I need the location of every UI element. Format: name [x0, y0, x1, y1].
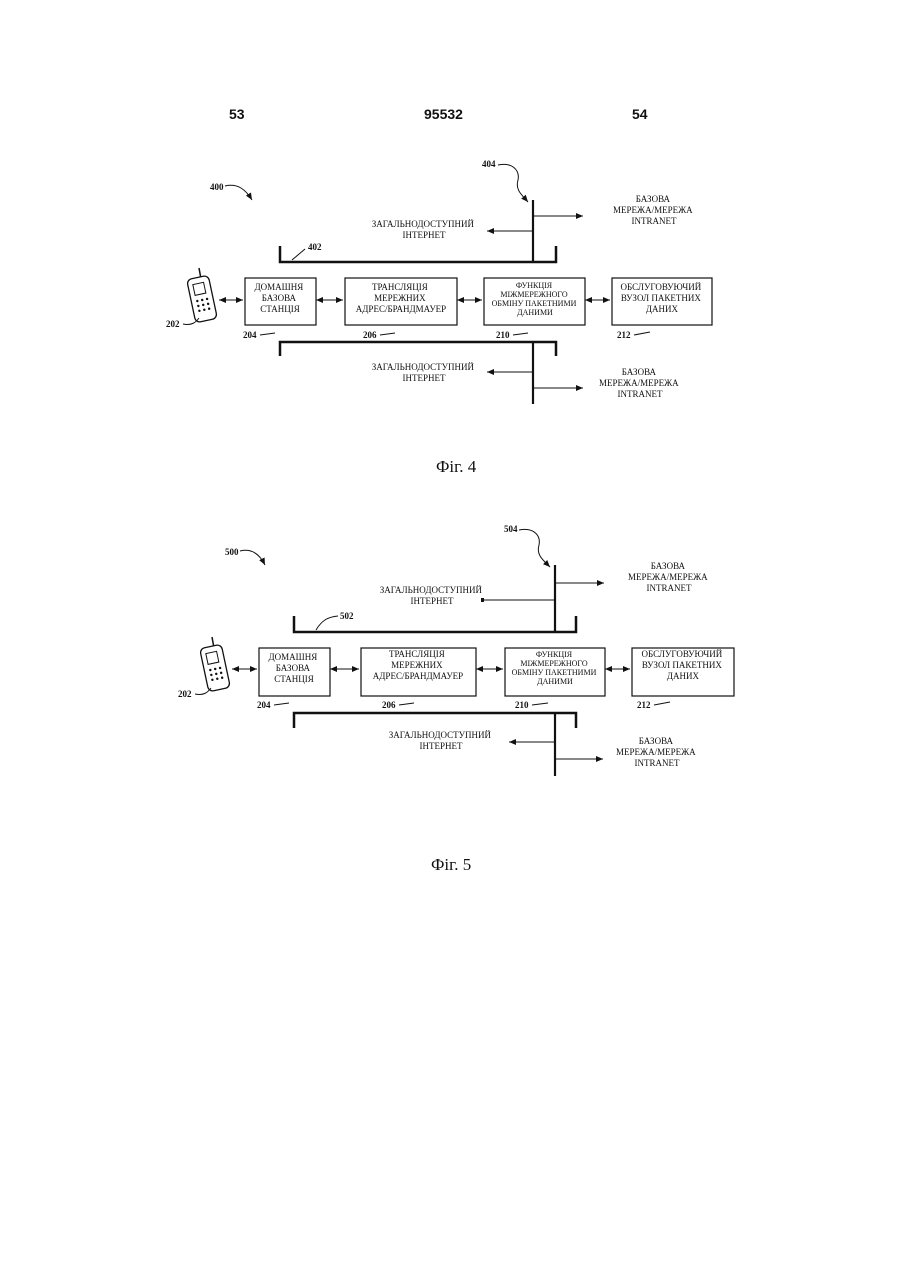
fig5-core-squiggle — [519, 529, 550, 567]
fig5-ref212-leader — [654, 702, 670, 705]
fig4-phone-ref: 202 — [166, 319, 180, 329]
fig4-phone-icon — [187, 268, 218, 323]
fig4-ref212-leader — [634, 332, 650, 335]
fig4-top-bus-ref: 402 — [308, 242, 322, 252]
fig4-system-leader — [225, 185, 252, 200]
fig4-core-squiggle — [498, 164, 528, 202]
fig5-bottom-internet-label: ЗАГАЛЬНОДОСТУПНИЙ ІНТЕРНЕТ — [389, 730, 493, 751]
fig4-box-nat-firewall-ref: 206 — [363, 330, 377, 340]
fig5-top-bus — [294, 616, 576, 632]
fig5-phone-ref: 202 — [178, 689, 192, 699]
fig4-box-pdif-ref: 210 — [496, 330, 510, 340]
fig4-bottom-bus — [280, 342, 556, 356]
fig5-bottom-core-label: БАЗОВА МЕРЕЖА/МЕРЕЖА INTRANET — [616, 736, 698, 768]
fig4-bottom-core-label: БАЗОВА МЕРЕЖА/МЕРЕЖА INTRANET — [599, 367, 681, 399]
fig4-ref206-leader — [380, 333, 395, 335]
fig5-top-core-label: БАЗОВА МЕРЕЖА/МЕРЕЖА INTRANET — [628, 561, 710, 593]
fig4-top-internet-label: ЗАГАЛЬНОДОСТУПНИЙ ІНТЕРНЕТ — [372, 219, 476, 240]
fig5-box-home-base-station-label: ДОМАШНЯ БАЗОВА СТАНЦІЯ — [269, 652, 320, 684]
fig5-top-internet-label: ЗАГАЛЬНОДОСТУПНИЙ ІНТЕРНЕТ — [380, 585, 484, 606]
fig5-box-pdif-ref: 210 — [515, 700, 529, 710]
fig4-ref210-leader — [513, 333, 528, 335]
fig5-system-ref: 500 — [225, 547, 239, 557]
fig4-system-ref: 400 — [210, 182, 224, 192]
fig4-top-bus-leader — [292, 249, 305, 260]
fig4-caption: Фіг. 4 — [436, 457, 477, 476]
fig5-box-home-base-station-ref: 204 — [257, 700, 271, 710]
fig5-caption: Фіг. 5 — [431, 855, 471, 874]
fig5-box-pdsn-ref: 212 — [637, 700, 651, 710]
fig4-box-pdsn-ref: 212 — [617, 330, 631, 340]
fig5-top-bus-leader — [316, 616, 338, 630]
fig5-system-leader — [240, 550, 265, 565]
fig5-bottom-bus — [294, 713, 576, 728]
fig5-ref206-leader — [399, 703, 414, 705]
fig5-top-bus-ref: 502 — [340, 611, 354, 621]
figure-5: 500 504 БАЗОВА МЕРЕЖА/МЕРЕЖА INTRANET ЗА… — [178, 524, 734, 874]
fig5-core-ref: 504 — [504, 524, 518, 534]
fig4-bottom-internet-label: ЗАГАЛЬНОДОСТУПНИЙ ІНТЕРНЕТ — [372, 362, 476, 383]
fig5-box-nat-firewall-ref: 206 — [382, 700, 396, 710]
fig4-ref204-leader — [260, 333, 275, 335]
fig4-top-core-label: БАЗОВА МЕРЕЖА/МЕРЕЖА INTRANET — [613, 194, 695, 226]
fig5-ref210-leader — [532, 703, 548, 705]
fig5-phone-icon — [200, 637, 231, 692]
figure-4: 400 404 БАЗОВА МЕРЕЖА/МЕРЕЖА INTRANET ЗА… — [166, 159, 712, 476]
fig5-top-internet-stub — [481, 598, 484, 602]
fig4-core-ref: 404 — [482, 159, 496, 169]
fig4-box-home-base-station-label: ДОМАШНЯ БАЗОВА СТАНЦІЯ — [255, 282, 306, 314]
fig4-box-home-base-station-ref: 204 — [243, 330, 257, 340]
fig5-ref204-leader — [274, 703, 289, 705]
